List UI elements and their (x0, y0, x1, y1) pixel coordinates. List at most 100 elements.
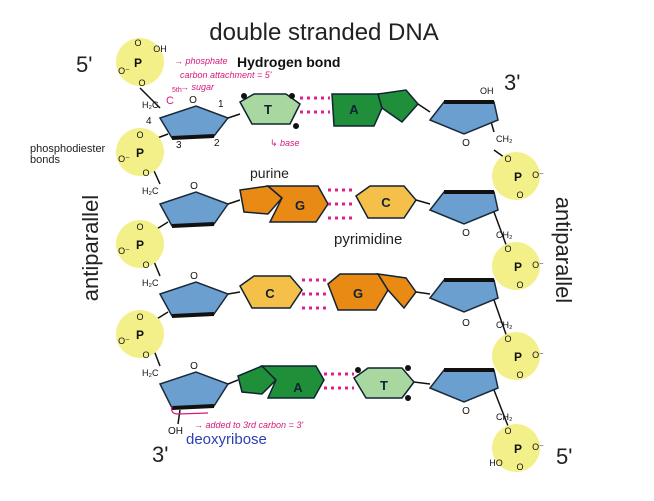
svg-text:O: O (516, 280, 523, 290)
svg-text:O: O (504, 244, 511, 254)
svg-text:O⁻: O⁻ (532, 350, 544, 360)
base-pair-2: G C (227, 185, 431, 223)
sugar-right-2: O CH₂ (428, 190, 513, 240)
phosphate-right-1: P O O⁻ O (492, 152, 544, 200)
label-3prime-bottom: 3' (152, 442, 168, 467)
svg-text:H₂C: H₂C (142, 186, 159, 196)
svg-text:O: O (516, 190, 523, 200)
label-phosphodiester: phosphodiester (30, 143, 106, 155)
svg-text:H₂C: H₂C (142, 100, 159, 110)
svg-text:O: O (136, 312, 143, 322)
annotation-sugar: → sugar (180, 82, 215, 92)
svg-text:O: O (504, 334, 511, 344)
svg-text:P: P (514, 170, 522, 184)
sugar-right-1: O OH CH₂ (428, 86, 513, 149)
phosphate-right-2: P O O⁻ O (492, 242, 544, 290)
phosphate-right-3: P O O⁻ O (492, 332, 544, 380)
svg-text:O: O (462, 406, 470, 417)
base-left-3: C (265, 286, 275, 301)
svg-text:CH₂: CH₂ (496, 134, 513, 144)
phosphate-left-2: P O O⁻ O (116, 128, 164, 178)
svg-text:O: O (462, 138, 470, 149)
base-right-2: C (381, 195, 391, 210)
svg-text:OH: OH (480, 86, 494, 96)
base-pair-4: A T (227, 365, 431, 401)
svg-text:O⁻: O⁻ (118, 66, 130, 76)
svg-text:P: P (136, 146, 144, 160)
svg-text:H₂C: H₂C (142, 368, 159, 378)
svg-text:OH: OH (168, 426, 183, 437)
svg-text:CH₂: CH₂ (496, 320, 513, 330)
svg-text:O: O (189, 95, 197, 106)
annotation-base: ↳ base (270, 138, 300, 148)
annotation-fifth: 5th (172, 87, 182, 94)
svg-text:P: P (514, 350, 522, 364)
label-bonds: bonds (30, 154, 60, 166)
svg-text:O⁻: O⁻ (118, 336, 130, 346)
base-left-4: A (293, 380, 303, 395)
svg-text:CH₂: CH₂ (496, 230, 513, 240)
svg-text:O: O (462, 228, 470, 239)
base-right-3: G (353, 286, 363, 301)
sugar-right-3: O CH₂ (428, 278, 513, 330)
svg-text:H₂C: H₂C (142, 278, 159, 288)
svg-text:O⁻: O⁻ (118, 154, 130, 164)
svg-text:O: O (462, 318, 470, 329)
svg-text:O: O (190, 361, 198, 372)
svg-text:O: O (142, 350, 149, 360)
label-pyrimidine: pyrimidine (334, 231, 402, 248)
label-3prime-top: 3' (504, 70, 520, 95)
label-hydrogen-bond: Hydrogen bond (237, 54, 340, 70)
sugar-left-1: O H₂C C 4 1 2 3 (142, 95, 230, 151)
svg-text:HO: HO (489, 458, 503, 468)
sugar-right-4: O CH₂ (428, 368, 513, 422)
base-left-2: G (295, 198, 305, 213)
svg-text:O: O (516, 370, 523, 380)
phosphate-right-4: P O O⁻ HO O (489, 424, 544, 472)
diagram-title: double stranded DNA (209, 19, 438, 46)
label-5prime-top: 5' (76, 52, 92, 77)
annotation-phosphate: → phosphate (174, 56, 228, 66)
label-deoxyribose: deoxyribose (186, 431, 267, 448)
base-pair-1: T A (227, 89, 431, 129)
label-antiparallel-right: antiparallel (551, 197, 576, 303)
svg-text:O: O (516, 462, 523, 472)
svg-text:OH: OH (153, 44, 167, 54)
svg-text:3: 3 (176, 140, 182, 151)
svg-text:2: 2 (214, 138, 220, 149)
annotation-added-third: → added to 3rd carbon = 3' (194, 420, 303, 430)
svg-text:O⁻: O⁻ (532, 170, 544, 180)
svg-text:O: O (142, 260, 149, 270)
svg-text:C: C (166, 95, 174, 107)
svg-text:O: O (504, 426, 511, 436)
svg-text:O: O (136, 222, 143, 232)
base-left-1: T (264, 102, 272, 117)
svg-text:O: O (136, 130, 143, 140)
svg-text:O⁻: O⁻ (118, 246, 130, 256)
phosphate-left-4: P O O⁻ O (116, 310, 164, 360)
svg-text:1: 1 (218, 99, 224, 110)
phosphate-p: P (134, 56, 142, 70)
svg-text:O: O (134, 38, 141, 48)
label-5prime-bottom: 5' (556, 444, 572, 469)
phosphate-left-3: P O O⁻ O (116, 220, 164, 270)
base-right-1: A (349, 102, 359, 117)
label-antiparallel-left: antiparallel (78, 195, 103, 301)
annotation-carbon-attachment: carbon attachment = 5' (180, 70, 272, 80)
svg-text:P: P (514, 442, 522, 456)
base-right-4: T (380, 378, 388, 393)
base-pair-3: C G (227, 273, 431, 311)
label-purine: purine (250, 165, 289, 181)
phosphate-left-1: P O O⁻ OH O (116, 38, 167, 88)
svg-text:4: 4 (146, 116, 152, 127)
svg-text:O: O (190, 181, 198, 192)
svg-text:O: O (138, 78, 145, 88)
svg-text:O⁻: O⁻ (532, 260, 544, 270)
svg-text:O: O (142, 168, 149, 178)
svg-text:CH₂: CH₂ (496, 412, 513, 422)
svg-text:P: P (136, 328, 144, 342)
svg-text:P: P (136, 238, 144, 252)
svg-text:P: P (514, 260, 522, 274)
